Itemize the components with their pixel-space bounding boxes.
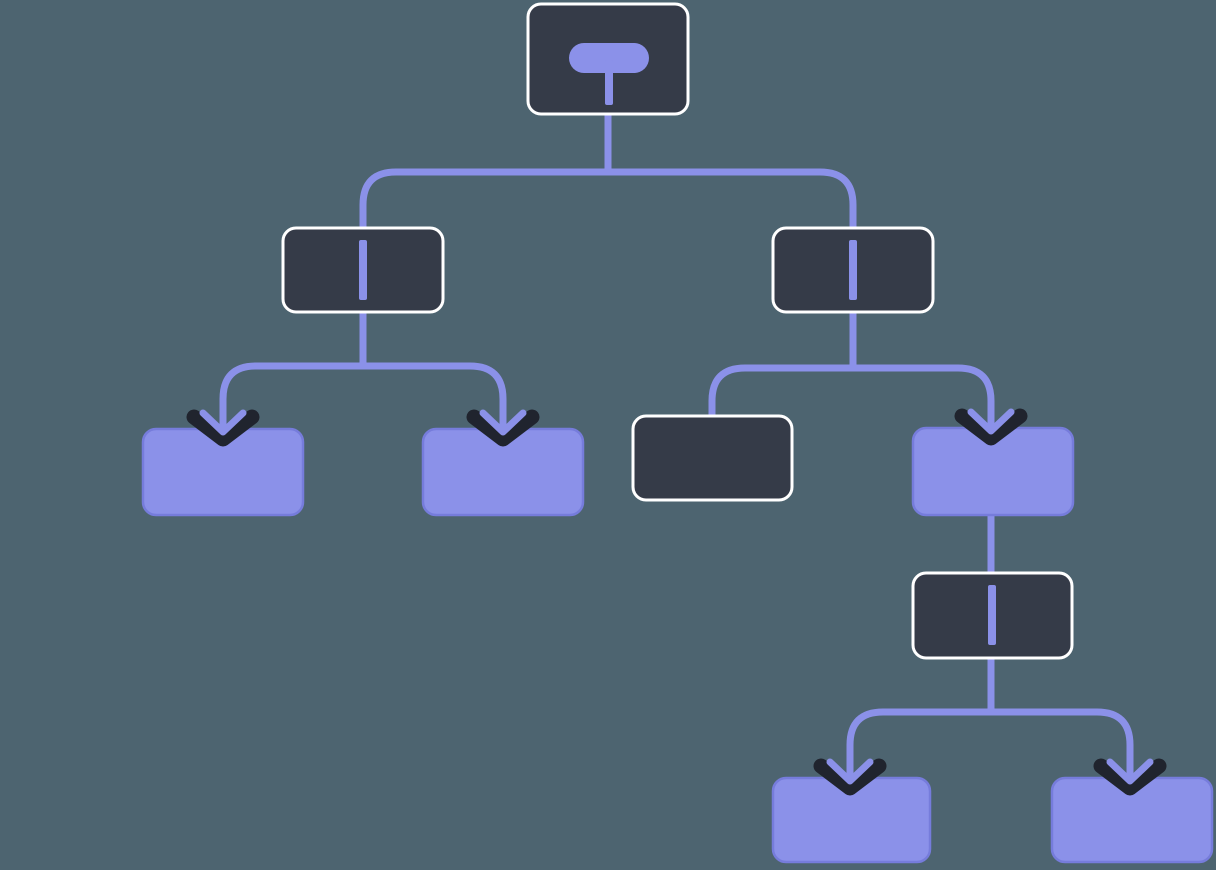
edge-branch-left-rail[interactable] (219, 362, 507, 413)
arrow-down-icon (199, 409, 247, 436)
connectors (219, 115, 1134, 762)
arrow-into-target-d (813, 756, 887, 796)
arrow-down-icon (1106, 758, 1154, 785)
chevron-dark-icon (186, 409, 260, 447)
arrowheads (186, 406, 1167, 796)
chevron-dark-icon (813, 758, 887, 796)
node-junction[interactable] (911, 571, 1074, 660)
vertical-port-icon (849, 240, 857, 300)
nodes (141, 2, 1214, 864)
chevron-dark-icon (466, 409, 540, 447)
arrow-into-target-a (186, 407, 260, 447)
vertical-port-icon (988, 585, 996, 645)
node-root[interactable] (526, 2, 690, 116)
node-branch-left[interactable] (281, 226, 445, 314)
arrow-down-icon (967, 408, 1015, 435)
chevron-dark-icon (1093, 758, 1167, 796)
pill-icon (569, 43, 649, 73)
arrow-into-target-c (954, 406, 1028, 446)
edge-junction-rail[interactable] (846, 708, 1134, 762)
arrow-down-icon (479, 409, 527, 436)
vertical-port-icon (359, 240, 367, 300)
edge-branch-right-rail[interactable] (708, 364, 995, 416)
chevron-dark-icon (954, 408, 1028, 446)
edge-root-rail[interactable] (359, 168, 857, 228)
arrow-into-target-b (466, 407, 540, 447)
node-plain-dark-shape[interactable] (631, 414, 794, 502)
pill-stem-icon (605, 60, 613, 105)
node-branch-right[interactable] (771, 226, 935, 314)
node-plain-dark[interactable] (631, 414, 794, 502)
arrow-down-icon (826, 758, 874, 785)
arrow-into-target-e (1093, 756, 1167, 796)
